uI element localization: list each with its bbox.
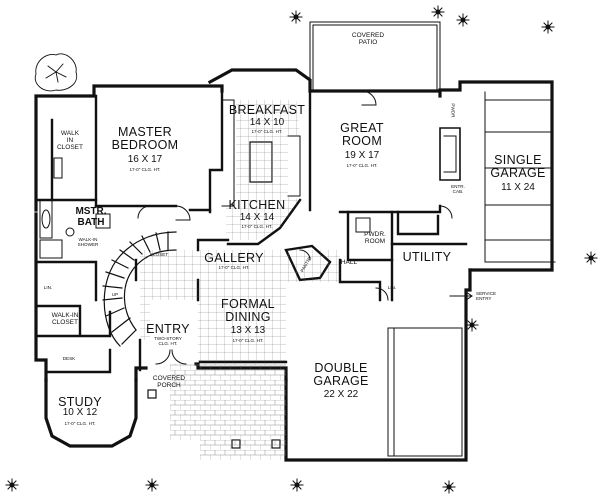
single-garage-name: SINGLE GARAGE <box>490 153 546 181</box>
double-garage-name: DOUBLE GARAGE <box>313 361 369 389</box>
covered-porch-label: COVERED PORCH <box>152 375 186 389</box>
master-bedroom-ceiling: 17-0" CLG. HT. <box>129 167 161 172</box>
study-size: 10 X 12 <box>62 407 98 418</box>
kitchen-ceiling: 17-0" CLG. HT. <box>241 224 273 229</box>
walk-in-shower-label: WALK-IN SHOWER <box>77 237 99 247</box>
interior-walls <box>34 84 468 374</box>
lin-label-1: LIN. <box>43 285 53 290</box>
formal-dining-name: FORMAL DINING <box>221 297 275 325</box>
closet-label: CLOSET <box>149 252 169 257</box>
service-entry-label: SERVICE ENTRY <box>476 291 497 301</box>
breakfast-ceiling: 17-0" CLG. HT. <box>251 129 283 134</box>
master-bedroom-size: 16 X 17 <box>127 154 163 165</box>
entry-name: ENTRY <box>146 322 190 336</box>
walk-in-closet-label: WALK-IN CLOSET <box>51 312 79 326</box>
utility-label: UTILITY <box>402 250 452 264</box>
study-name: STUDY <box>58 395 102 409</box>
single-garage-door <box>484 91 556 263</box>
study-ceiling: 17-0" CLG. HT. <box>64 421 96 426</box>
great-room-name: GREAT ROOM <box>340 121 384 149</box>
formal-dining-size: 13 X 13 <box>230 325 266 336</box>
gallery-ceiling: 17-0" CLG. HT. <box>218 265 250 270</box>
curved-staircase <box>102 231 177 347</box>
entry-cab-label: ENTR. CAB. <box>451 184 465 194</box>
kitchen-size: 14 X 14 <box>239 212 275 223</box>
lin-label-2: LIN. <box>387 285 397 290</box>
hall-label: HALL <box>340 259 358 266</box>
double-garage-door <box>387 327 463 457</box>
service-entry-arrow <box>449 291 473 301</box>
double-garage-size: 22 X 22 <box>323 389 359 400</box>
great-room-ceiling: 17-0" CLG. HT. <box>346 163 378 168</box>
formal-dining-ceiling: 17-0" CLG. HT. <box>232 338 264 343</box>
covered-patio-outline <box>309 21 441 92</box>
great-room-size: 19 X 17 <box>344 150 380 161</box>
gallery-name: GALLERY <box>204 251 264 265</box>
desk-label: DESK <box>62 356 76 361</box>
pwdr-mark-label: PWDR <box>450 103 456 118</box>
up-label: UP <box>111 292 119 297</box>
shrub-icons <box>5 5 598 494</box>
bath-fixtures <box>39 157 371 259</box>
walk-in-closet-top-label: WALK IN CLOSET <box>56 130 83 151</box>
entry-ceiling: TWO-STORY CLG. HT. <box>154 336 182 346</box>
breakfast-size: 14 X 10 <box>249 117 285 128</box>
kitchen-name: KITCHEN <box>228 198 286 212</box>
floor-tiling <box>140 100 340 460</box>
master-bedroom-name: MASTER BEDROOM <box>111 125 179 153</box>
single-garage-size: 11 X 24 <box>501 182 535 193</box>
pwdr-room-label: PWDR. ROOM <box>364 231 386 245</box>
covered-patio-label: COVERED PATIO <box>351 32 385 46</box>
breakfast-name: BREAKFAST <box>228 103 306 117</box>
mstr-bath-label: MSTR. BATH <box>75 206 107 228</box>
